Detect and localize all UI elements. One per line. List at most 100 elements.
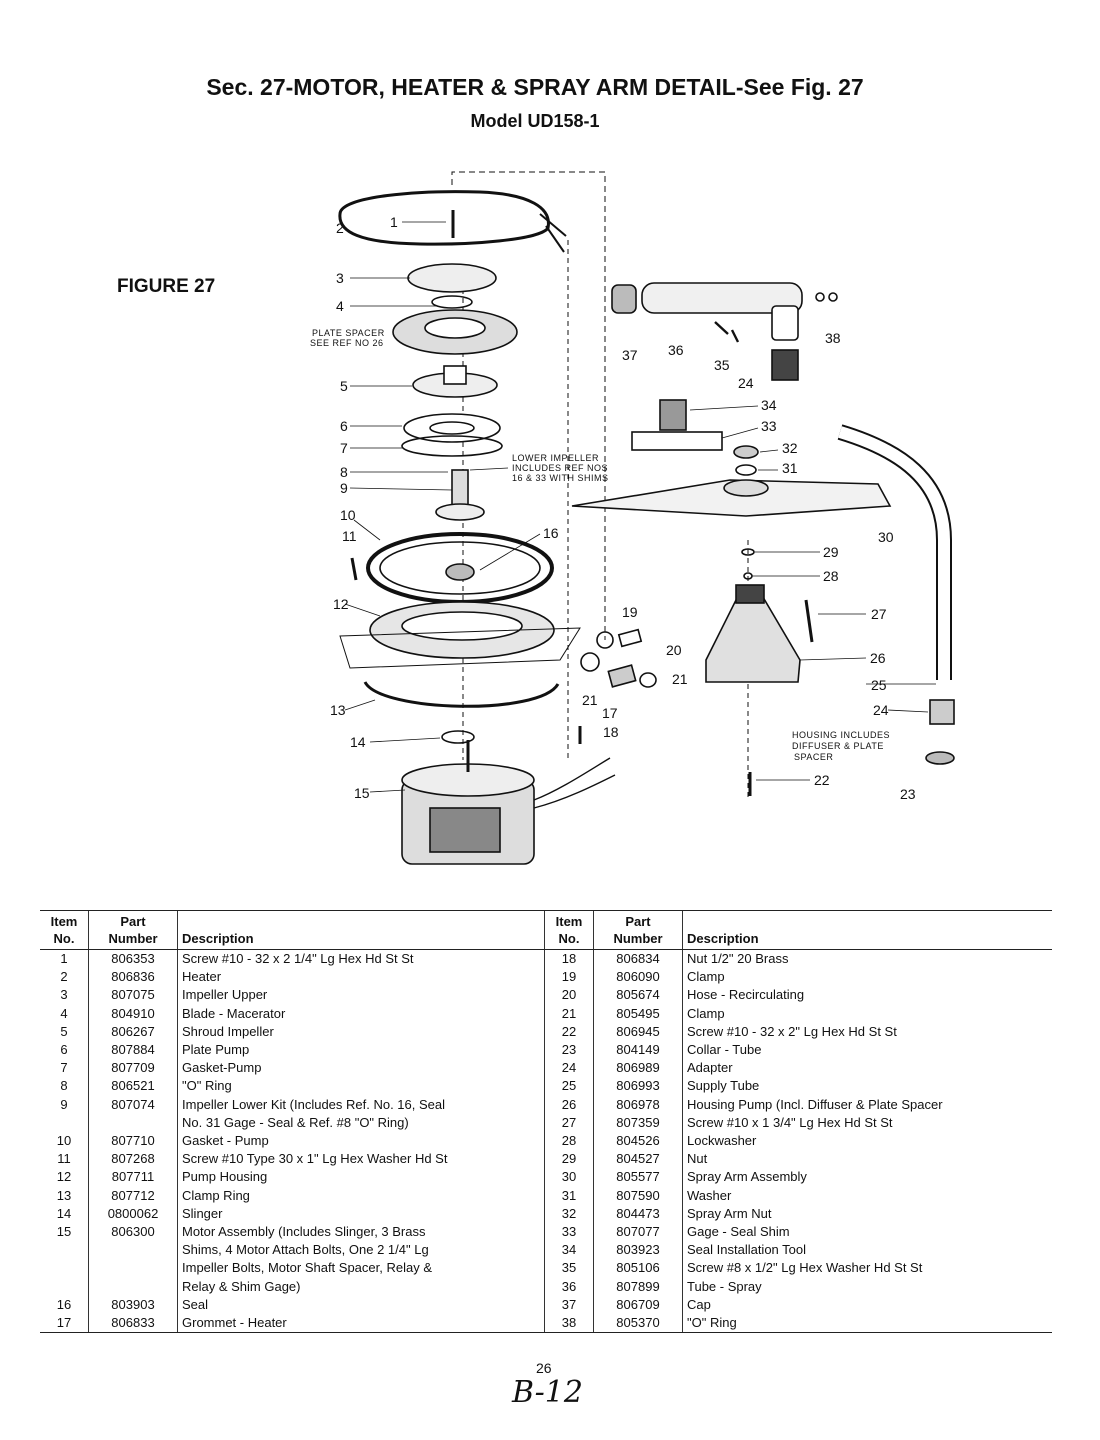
note-housing-line2: DIFFUSER & PLATE [792,741,884,751]
callout-31: 31 [782,460,798,476]
item-no-cell: 32 [544,1204,594,1224]
callout-18: 18 [603,724,619,740]
item-no-cell: 30 [544,1168,594,1187]
callout-15: 15 [354,785,370,801]
item-no-cell: 8 [40,1077,89,1096]
description-cell: Screw #10 Type 30 x 1" Lg Hex Washer Hd … [182,1151,448,1167]
description-cell: Slinger [182,1205,223,1221]
description-cell: Housing Pump (Incl. Diffuser & Plate Spa… [687,1096,943,1112]
item-no-cell: 22 [544,1022,594,1042]
part-number-cell: 806833 [88,1314,178,1333]
item-no-cell: 18 [544,949,594,969]
callout-38: 38 [825,330,841,346]
callout-27: 27 [871,606,887,622]
description-cell: Nut 1/2" 20 Brass [687,951,789,966]
description-cell: Adapter [687,1060,733,1076]
part-number-cell: 805106 [593,1259,683,1278]
callout-32: 32 [782,440,798,456]
note-plate-spacer-line1: PLATE SPACER [312,328,385,338]
part-number-cell: 806300 [88,1223,178,1242]
description-cell: Washer [687,1187,732,1203]
description-cell: Clamp [687,1005,725,1021]
description-cell: Spray Arm Assembly [687,1169,807,1185]
description-cell: Plate Pump [182,1042,250,1058]
description-cell: Nut [687,1151,708,1167]
description-cell: Hose - Recirculating [687,987,805,1003]
item-no-cell [40,1113,89,1133]
description-cell: Blade - Macerator [182,1005,286,1021]
note-lower-impeller-line1: LOWER IMPELLER [512,453,599,463]
callout-17: 17 [602,705,618,721]
part-number-cell [88,1277,178,1296]
description-cell: Shroud Impeller [182,1023,274,1039]
description-cell: Motor Assembly (Includes Slinger, 3 Bras… [182,1224,426,1240]
item-no-cell: 26 [544,1095,594,1114]
callout-25: 25 [871,677,887,693]
part-number-cell: 807077 [593,1223,683,1242]
table-header-row: Item No. Part Number Description Item No… [40,911,1052,950]
part-number-cell: 805674 [593,986,683,1005]
item-no-cell: 9 [40,1095,89,1114]
part-number-cell: 805577 [593,1168,683,1187]
header-description-left: Description [177,911,545,950]
callout-14: 14 [350,734,366,750]
figure-label: FIGURE 27 [117,276,216,297]
item-no-cell: 5 [40,1022,89,1042]
callout-24a: 24 [738,375,754,391]
item-no-cell: 33 [544,1223,594,1242]
callout-35: 35 [714,357,730,373]
item-no-cell: 23 [544,1041,594,1060]
item-no-cell: 1 [40,949,89,969]
callout-1: 1 [390,214,398,230]
part-number-cell: 803903 [88,1295,178,1315]
item-no-cell: 17 [40,1314,89,1333]
part-number-cell: 804473 [593,1204,683,1224]
description-cell: Relay & Shim Gage) [182,1278,301,1294]
page-number: 26 [536,1360,552,1376]
callout-3: 3 [336,270,344,286]
description-cell: Cap [687,1296,711,1312]
item-no-cell: 14 [40,1204,89,1224]
callout-28: 28 [823,568,839,584]
callout-19: 19 [622,604,638,620]
callout-21b: 21 [672,671,688,687]
part-number-cell: 806993 [593,1077,683,1096]
model-subtitle: Model UD158-1 [470,111,600,131]
diagram-notes: PLATE SPACER SEE REF NO 26 LOWER IMPELLE… [310,328,890,762]
callout-30: 30 [878,529,894,545]
note-housing-line3: SPACER [794,752,833,762]
item-no-cell: 31 [544,1186,594,1205]
description-cell: Gasket - Pump [182,1133,269,1149]
item-no-cell: 24 [544,1059,594,1078]
part-number-cell: 806989 [593,1059,683,1078]
description-cell: No. 31 Gage - Seal & Ref. #8 "O" Ring) [182,1114,409,1130]
part-number-cell: 806267 [88,1022,178,1042]
parts-list-table: Item No. Part Number Description Item No… [40,910,1052,1334]
description-cell: "O" Ring [182,1078,232,1094]
description-cell: Shims, 4 Motor Attach Bolts, One 2 1/4" … [182,1242,429,1258]
header-part-number-right: Part Number [593,911,683,950]
part-number-cell: 806353 [88,949,178,969]
part-number-cell: 803923 [593,1241,683,1260]
callout-33: 33 [761,418,777,434]
note-lower-impeller-line3: 16 & 33 WITH SHIMS [512,473,609,483]
callout-4: 4 [336,298,344,314]
description-cell: Gasket-Pump [182,1060,262,1076]
part-number-cell [88,1241,178,1260]
part-number-cell: 807709 [88,1059,178,1078]
part-number-cell: 807710 [88,1132,178,1151]
part-number-cell: 804527 [593,1150,683,1169]
diagram-callouts: 1 2 3 4 5 6 7 8 9 10 11 12 13 14 15 16 1… [330,214,916,802]
description-cell: Screw #8 x 1/2" Lg Hex Washer Hd St St [687,1260,923,1276]
item-no-cell: 29 [544,1150,594,1169]
note-plate-spacer-line2: SEE REF NO 26 [310,338,384,348]
callout-9: 9 [340,480,348,496]
